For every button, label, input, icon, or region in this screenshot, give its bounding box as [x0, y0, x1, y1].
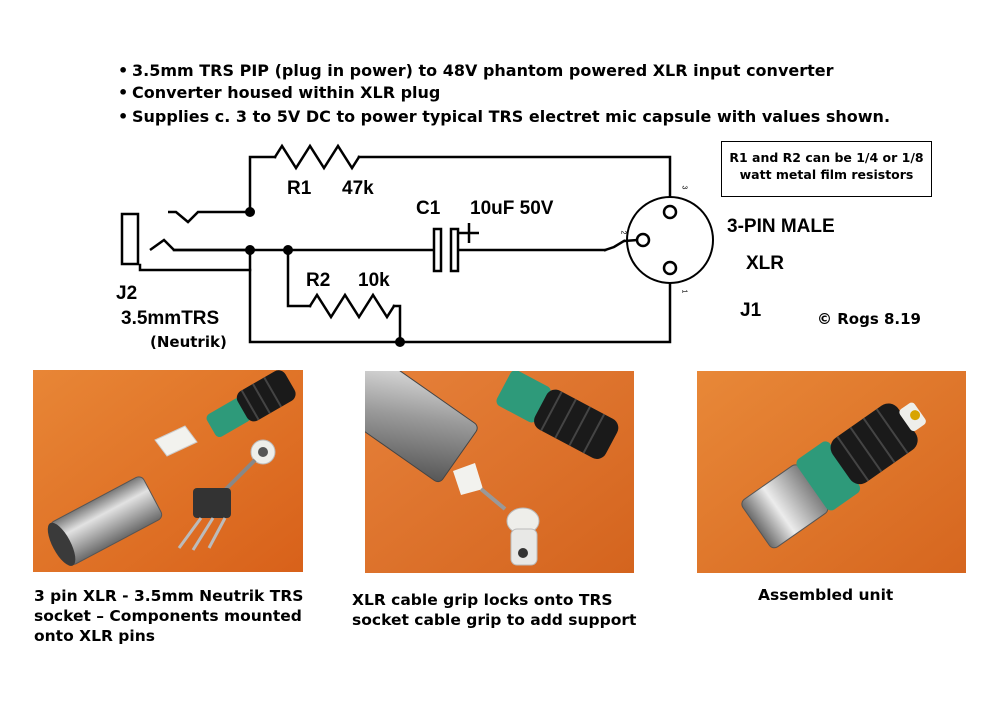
r2-value-label: 10k [358, 270, 390, 291]
pin3-label: 3 [680, 185, 688, 190]
wire [248, 155, 277, 214]
j2-label: J2 [116, 283, 138, 304]
r2-label: R2 [306, 270, 331, 291]
photo-disassembled-parts [33, 370, 303, 572]
bullet-item: •3.5mm TRS PIP (plug in power) to 48V ph… [118, 61, 834, 80]
r1-label: R1 [287, 178, 312, 199]
bullet-list: •3.5mm TRS PIP (plug in power) to 48V ph… [118, 60, 890, 128]
pin1-label: 1 [680, 289, 688, 294]
photo-assembled-unit [697, 371, 966, 573]
note-line: watt metal film resistors [739, 167, 914, 182]
pin2-label: 2 [619, 230, 627, 235]
trs-jack-j2 [120, 210, 250, 266]
note-line: R1 and R2 can be 1/4 or 1/8 [729, 150, 924, 165]
trs-label: 3.5mmTRS [121, 308, 220, 329]
wire [603, 239, 626, 252]
wire [286, 248, 312, 308]
j1-label: J1 [740, 300, 762, 321]
resistor-r2 [308, 292, 396, 320]
neutrik-label: (Neutrik) [150, 333, 227, 351]
wire [357, 155, 672, 214]
bullet-item: •Converter housed within XLR plug [118, 83, 441, 102]
xlr-connector-j1 [623, 196, 714, 284]
caption-photo2: XLR cable grip locks onto TRS socket cab… [352, 591, 637, 629]
resistor-r1 [273, 143, 361, 171]
xlr-label: XLR [746, 253, 784, 274]
c1-value-label: 10uF 50V [470, 198, 554, 219]
wire [248, 248, 672, 344]
photo-cable-grip [365, 371, 634, 573]
copyright-label: © Rogs 8.19 [817, 310, 921, 328]
junction-dot [395, 337, 405, 347]
c1-label: C1 [416, 198, 441, 219]
r1-value-label: 47k [342, 178, 374, 199]
caption-photo3: Assembled unit [758, 586, 894, 604]
resistor-note-box: R1 and R2 can be 1/4 or 1/8 watt metal f… [721, 141, 932, 197]
caption-photo1: 3 pin XLR - 3.5mm Neutrik TRS socket – C… [34, 587, 304, 645]
wire [392, 304, 402, 344]
wire [138, 263, 252, 272]
capacitor-c1 [432, 223, 479, 273]
xlr-type-label: 3-PIN MALE [727, 216, 835, 237]
bullet-item: •Supplies c. 3 to 5V DC to power typical… [118, 107, 891, 126]
junction-dot [283, 245, 293, 255]
